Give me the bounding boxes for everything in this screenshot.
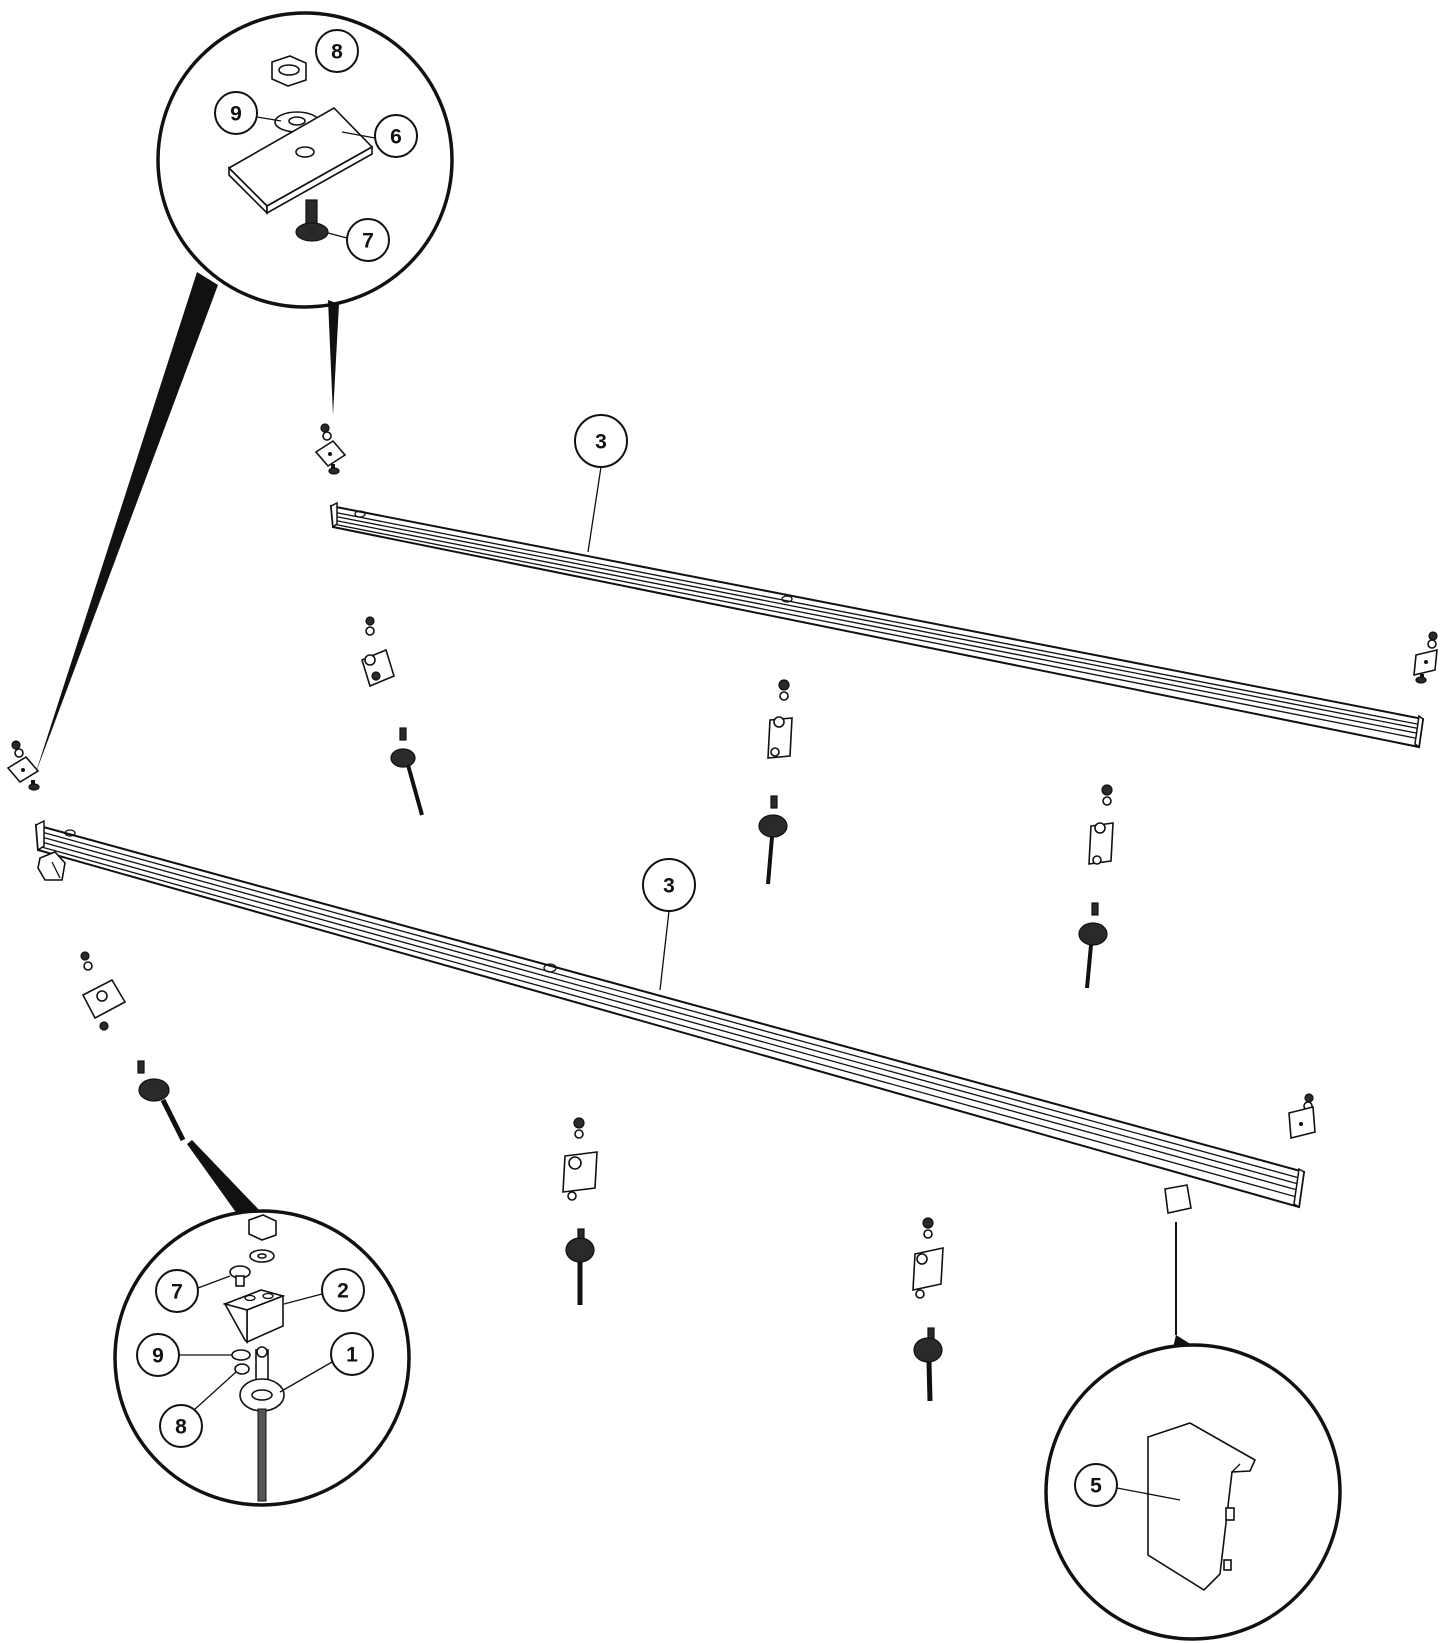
- svg-text:7: 7: [171, 1281, 183, 1304]
- svg-text:8: 8: [331, 41, 343, 64]
- svg-text:3: 3: [595, 431, 607, 454]
- clamp-plate-upper-left: [314, 423, 347, 475]
- rail-lower: [34, 819, 1306, 1209]
- svg-text:1: 1: [346, 1344, 358, 1367]
- bottom-detail-washer-nut: [231, 1349, 251, 1375]
- clamp-plate-lower-right: [1288, 1093, 1316, 1140]
- callout-top-9: 9: [214, 91, 258, 135]
- rail-upper: [329, 501, 1425, 749]
- bottom-detail-bracket: [222, 1289, 286, 1344]
- callout-top-7: 7: [346, 218, 390, 262]
- standoff-3: [1078, 784, 1114, 989]
- standoff-6: [912, 1217, 944, 1402]
- clamp-plate-upper-right: [1413, 631, 1438, 684]
- svg-text:7: 7: [362, 230, 374, 253]
- leader-top-left: [35, 272, 218, 775]
- callout-bottom-7: 7: [155, 1269, 199, 1313]
- standoff-2: [758, 679, 793, 885]
- callout-rail-upper-3: 3: [574, 414, 628, 553]
- cap-detail-part: [1147, 1422, 1257, 1592]
- svg-text:9: 9: [152, 1345, 164, 1368]
- standoff-5: [562, 1117, 598, 1305]
- end-cap-left: [37, 851, 66, 881]
- callout-bottom-9: 9: [136, 1333, 180, 1377]
- top-detail-plate: [227, 106, 374, 215]
- svg-text:5: 5: [1090, 1475, 1102, 1498]
- callout-cap-5: 5: [1074, 1463, 1118, 1507]
- svg-text:3: 3: [663, 875, 675, 898]
- svg-text:2: 2: [337, 1280, 349, 1303]
- leader-bottom-left: [187, 1140, 262, 1218]
- callout-top-6: 6: [374, 114, 418, 158]
- callout-bottom-8: 8: [159, 1404, 203, 1448]
- bottom-detail-standoff: [239, 1346, 285, 1502]
- bottom-detail-nut: [248, 1214, 277, 1263]
- svg-text:6: 6: [390, 126, 402, 149]
- standoff-4: [80, 951, 186, 1142]
- svg-text:8: 8: [175, 1416, 187, 1439]
- end-cap-right: [1164, 1184, 1192, 1214]
- callout-rail-lower-3: 3: [642, 858, 696, 991]
- callout-top-8: 8: [315, 29, 359, 73]
- callout-bottom-2: 2: [321, 1268, 365, 1312]
- top-detail-bolt: [295, 199, 329, 242]
- callout-bottom-1: 1: [330, 1332, 374, 1376]
- bottom-detail-bolt: [229, 1265, 251, 1287]
- clamp-plate-left: [6, 740, 40, 791]
- standoff-1: [361, 616, 424, 816]
- leader-top-right: [328, 300, 339, 415]
- top-detail-nut: [271, 55, 307, 87]
- svg-text:9: 9: [230, 103, 242, 126]
